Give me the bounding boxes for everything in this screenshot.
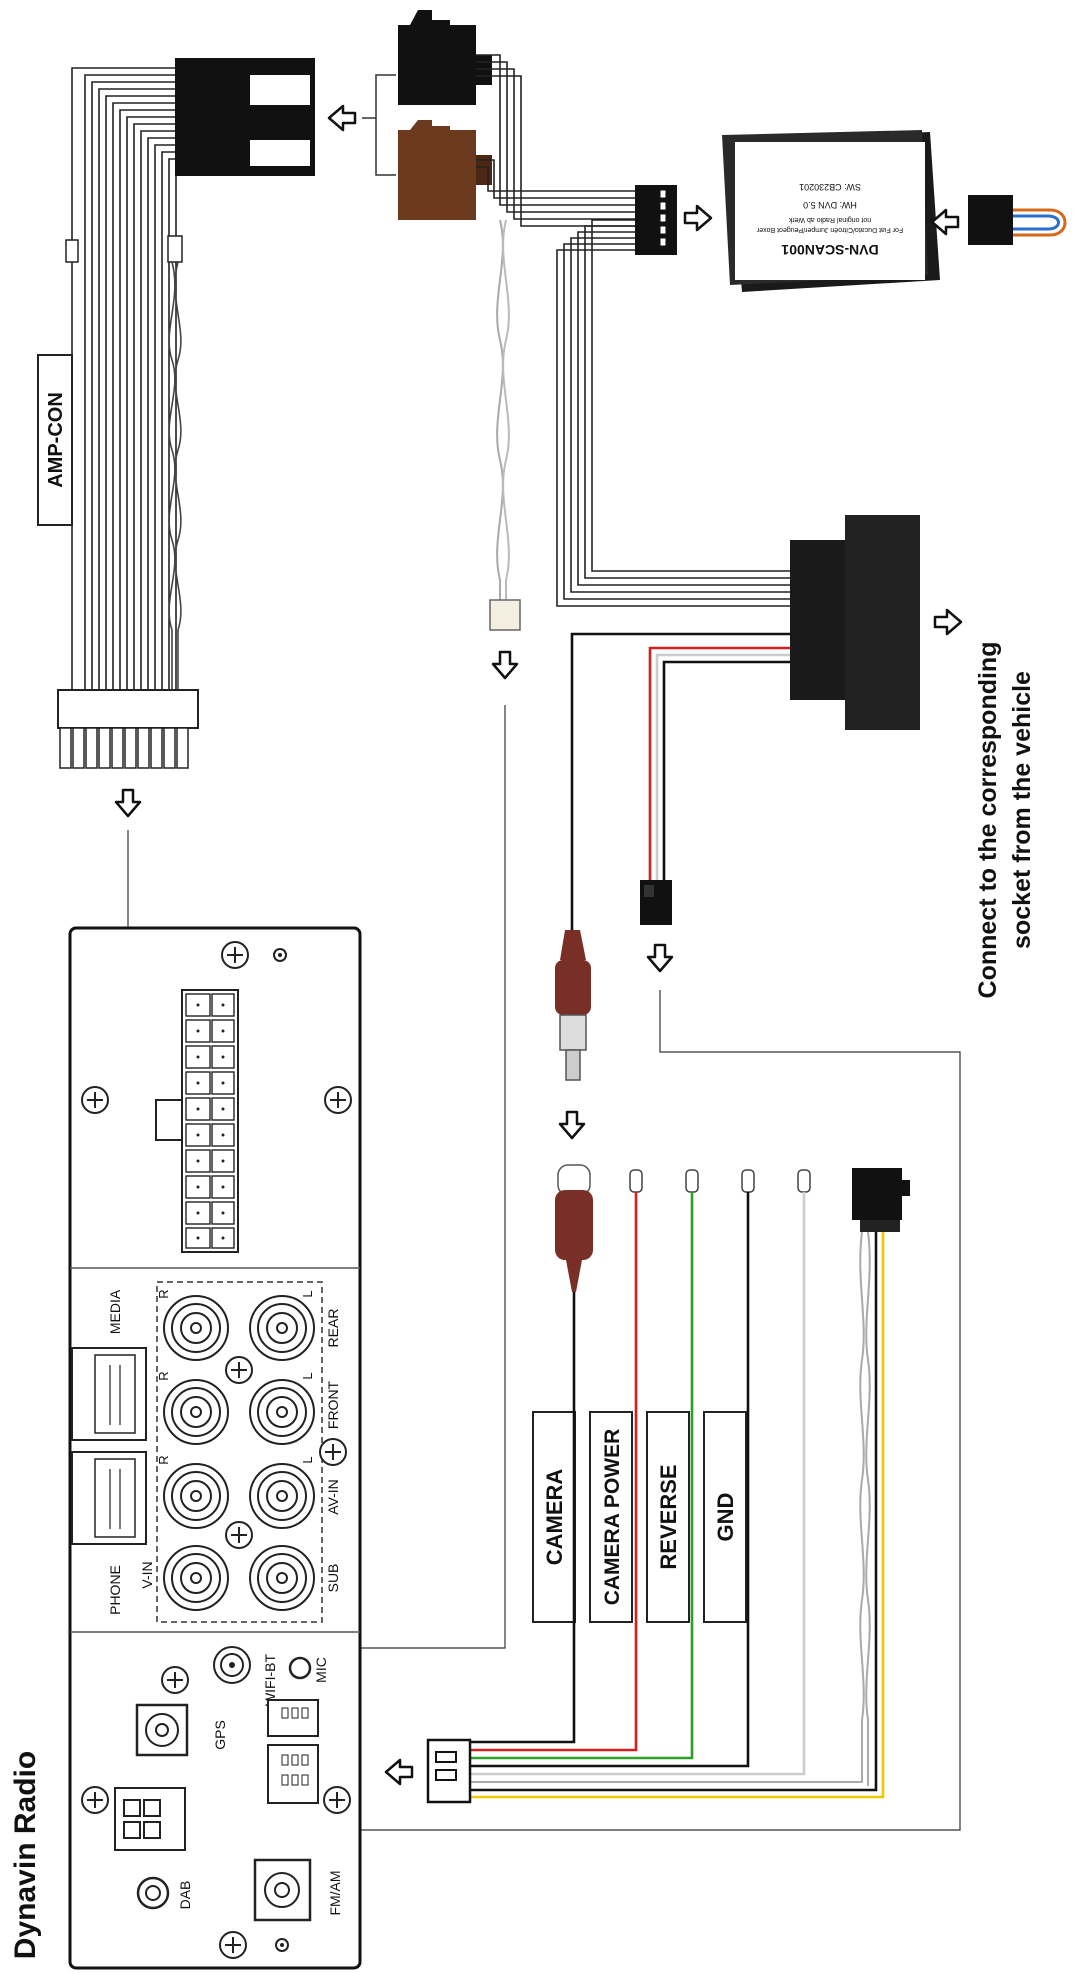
sub-label: SUB	[325, 1564, 341, 1593]
fm-am-label: FM/AM	[327, 1870, 343, 1915]
l-label-3: L	[300, 1456, 315, 1463]
module-hw: HW: DVN 5.0	[803, 200, 857, 210]
small-four-pin-connector	[968, 195, 1067, 245]
page-title: Dynavin Radio	[9, 1751, 42, 1959]
r-label-3: R	[156, 1455, 171, 1464]
iso-connector-brown	[398, 120, 492, 220]
rca-plug-female	[555, 1164, 593, 1292]
twenty-pin-socket	[155, 989, 239, 1253]
camera-power-label: CAMERA POWER	[601, 1429, 624, 1606]
r-label-1: R	[156, 1289, 171, 1298]
gps-port	[135, 1703, 189, 1757]
gnd-label: GND	[713, 1493, 738, 1542]
camera-label: CAMERA	[542, 1469, 567, 1566]
dab-label: DAB	[177, 1881, 193, 1910]
reverse-label-box: REVERSE	[646, 1411, 690, 1623]
r-label-2: R	[156, 1371, 171, 1380]
av-in-label: AV-IN	[325, 1479, 341, 1515]
wifi-bt-antenna-port	[213, 1646, 251, 1684]
amp-con-label: AMP-CON	[45, 392, 67, 488]
reverse-plug	[640, 880, 672, 925]
module-sw: SW: CB230201	[799, 182, 861, 192]
amp-con-label-box: AMP-CON	[37, 354, 73, 526]
reverse-label: REVERSE	[656, 1464, 681, 1569]
front-label: FRONT	[325, 1380, 341, 1429]
module-line2: not original Radio ab Werk	[788, 216, 871, 223]
wifi-bt-label: WIFI-BT	[262, 1654, 278, 1707]
mic-label: MIC	[313, 1657, 329, 1683]
vehicle-connector	[790, 515, 920, 730]
camera-power-label-box: CAMERA POWER	[589, 1411, 633, 1623]
ten-pin-connector	[635, 185, 677, 255]
module-line1: For Fiat Ducato/Citroën Jumper/Peugeot B…	[756, 226, 903, 233]
power-connector	[852, 1168, 910, 1232]
gps-label: GPS	[212, 1720, 228, 1750]
rear-label: REAR	[325, 1309, 341, 1348]
l-label-2: L	[300, 1372, 315, 1379]
module-label: DVN-SCAN001 For Fiat Ducato/Citroën Jump…	[735, 142, 925, 280]
camera-label-box: CAMERA	[532, 1411, 576, 1623]
grey-twisted-wire	[489, 219, 521, 631]
mic-port	[288, 1656, 312, 1680]
connect-line1: Connect to the corresponding	[974, 642, 1002, 999]
dab-port	[136, 1876, 170, 1910]
camera-harness-connector	[426, 1738, 472, 1804]
phone-label: PHONE	[107, 1565, 123, 1615]
rca-plug-male	[555, 930, 591, 1081]
main-harness-connector	[57, 58, 315, 769]
camera-socket-top	[267, 1699, 319, 1737]
connect-line2: socket from the vehicle	[1008, 671, 1036, 949]
module-name: DVN-SCAN001	[781, 242, 878, 258]
power-socket	[114, 1787, 186, 1851]
v-in-label: V-IN	[139, 1561, 155, 1588]
usb-ports	[71, 1347, 147, 1545]
camera-socket-bottom	[267, 1744, 319, 1804]
iso-connector-black	[398, 10, 492, 105]
fm-am-port	[253, 1858, 312, 1922]
dvn-scan001-module: DVN-SCAN001 For Fiat Ducato/Citroën Jump…	[722, 130, 940, 292]
media-label: MEDIA	[107, 1289, 123, 1334]
gnd-label-box: GND	[703, 1411, 747, 1623]
l-label-1: L	[300, 1290, 315, 1297]
